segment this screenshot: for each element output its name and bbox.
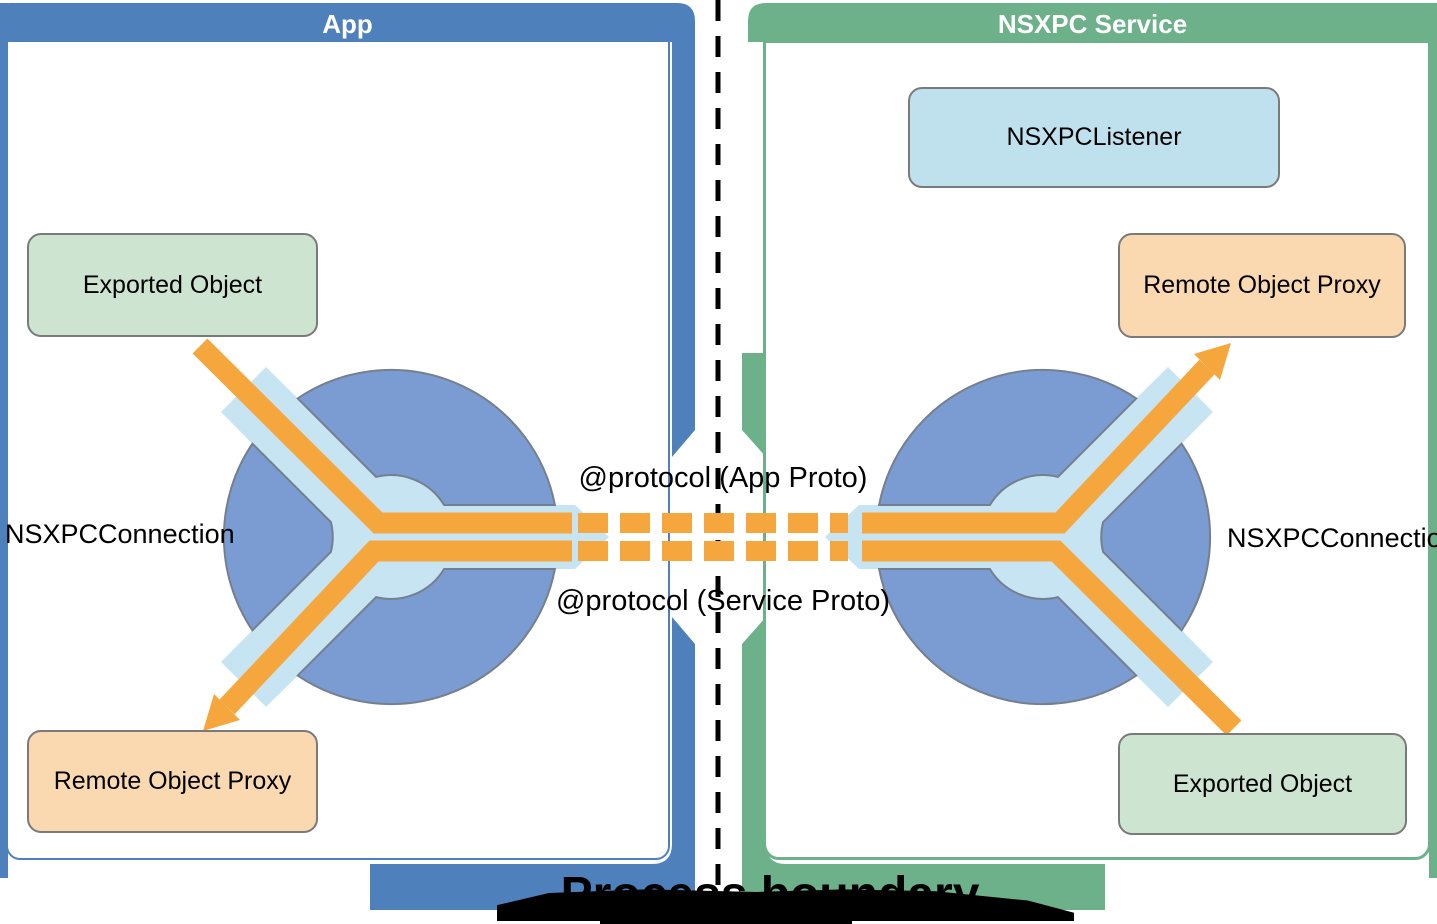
service-frame-left-strip-upper bbox=[742, 353, 766, 457]
app-frame-right-strip-lower bbox=[370, 617, 695, 910]
box-remote-object-proxy-app: Remote Object Proxy bbox=[27, 730, 318, 833]
app-frame-left-strip bbox=[0, 3, 8, 878]
box-exported-object-service: Exported Object bbox=[1118, 733, 1407, 835]
box-remote-object-proxy-service: Remote Object Proxy bbox=[1118, 233, 1406, 338]
service-panel-title: NSXPC Service bbox=[997, 8, 1188, 39]
process-boundary-bar bbox=[600, 917, 852, 924]
app-panel-title: App bbox=[322, 8, 373, 39]
nsxpcconnection-hub-app bbox=[200, 346, 609, 731]
label-nsxpcconnection-app: NSXPCConnection bbox=[5, 519, 235, 549]
box-exported-object-app: Exported Object bbox=[27, 233, 318, 337]
box-nsxpclistener: NSXPCListener bbox=[908, 87, 1280, 188]
app-header-bar bbox=[0, 3, 695, 42]
nsxpcconnection-hub-service bbox=[825, 343, 1234, 728]
label-protocol-service: @protocol (Service Proto) bbox=[555, 585, 891, 617]
app-frame-right-strip-upper bbox=[672, 42, 695, 457]
service-header-bar bbox=[748, 3, 1437, 42]
service-frame-right-strip bbox=[1429, 3, 1437, 878]
label-protocol-app: @protocol (App Proto) bbox=[578, 462, 868, 494]
service-frame-left-strip-lower bbox=[742, 617, 1105, 910]
label-nsxpcconnection-service: NSXPCConnection bbox=[1227, 523, 1437, 553]
